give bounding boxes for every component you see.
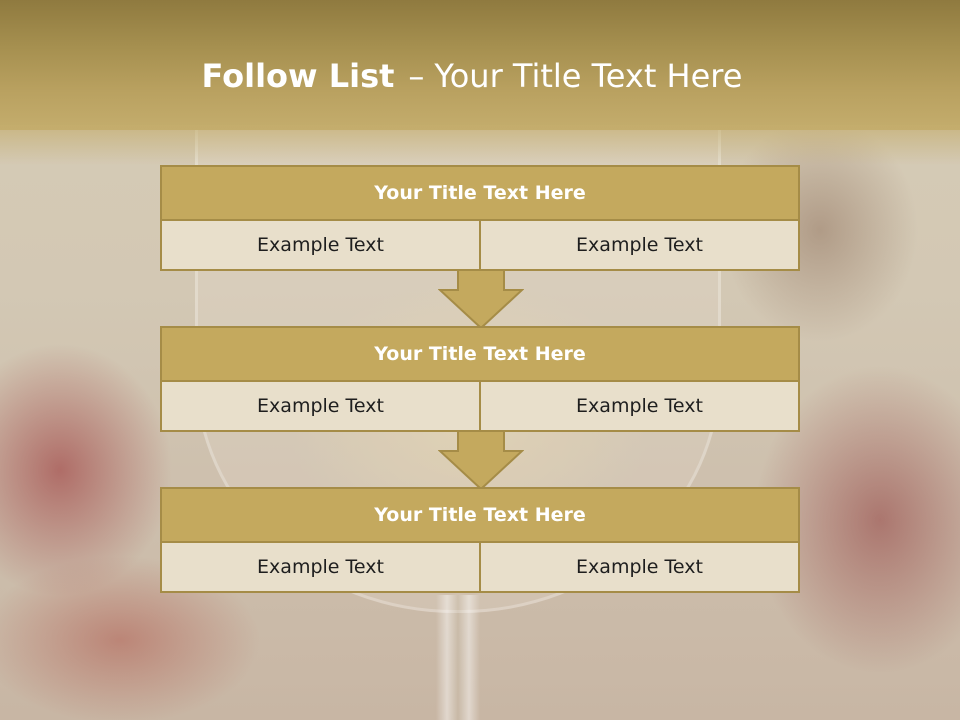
block-title: Your Title Text Here [160, 326, 800, 382]
block-cell-left: Example Text [160, 543, 479, 593]
block-title: Your Title Text Here [160, 165, 800, 221]
block-cell-left: Example Text [160, 382, 479, 432]
title-dash: – [408, 57, 425, 95]
down-arrow-2 [438, 431, 524, 491]
block-row: Example Text Example Text [160, 382, 800, 432]
block-row: Example Text Example Text [160, 221, 800, 271]
block-cell-right: Example Text [479, 543, 800, 593]
down-arrow-1 [438, 270, 524, 330]
block-cell-left: Example Text [160, 221, 479, 271]
block-row: Example Text Example Text [160, 543, 800, 593]
block-title: Your Title Text Here [160, 487, 800, 543]
follow-block-2: Your Title Text Here Example Text Exampl… [160, 326, 800, 432]
slide-title: Follow List–Your Title Text Here [0, 54, 944, 98]
follow-block-1: Your Title Text Here Example Text Exampl… [160, 165, 800, 271]
title-bold-part: Follow List [201, 57, 395, 95]
wine-glass-stem [436, 595, 480, 720]
block-cell-right: Example Text [479, 221, 800, 271]
title-rest-part: Your Title Text Here [434, 57, 743, 95]
follow-block-3: Your Title Text Here Example Text Exampl… [160, 487, 800, 593]
block-cell-right: Example Text [479, 382, 800, 432]
title-band [0, 0, 960, 130]
title-band-fade [0, 125, 960, 165]
